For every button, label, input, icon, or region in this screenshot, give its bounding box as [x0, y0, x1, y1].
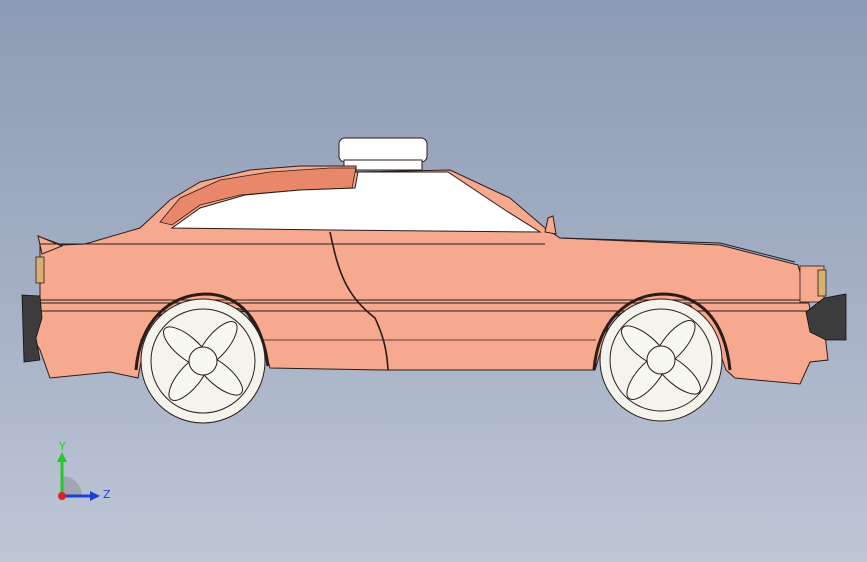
- x-axis-origin: [58, 492, 66, 500]
- triad-quadrant: [62, 476, 82, 496]
- side-window: [170, 171, 542, 233]
- axis-triad: Y Z: [57, 440, 111, 501]
- front-wheel: [592, 292, 732, 422]
- z-axis-label: Z: [103, 488, 111, 501]
- roof-light-bar: [338, 137, 428, 171]
- y-axis-label: Y: [58, 440, 66, 453]
- rear-bumper: [21, 256, 45, 363]
- rear-wheel: [134, 292, 270, 424]
- car-body: [27, 165, 829, 385]
- front-bumper: [799, 265, 847, 341]
